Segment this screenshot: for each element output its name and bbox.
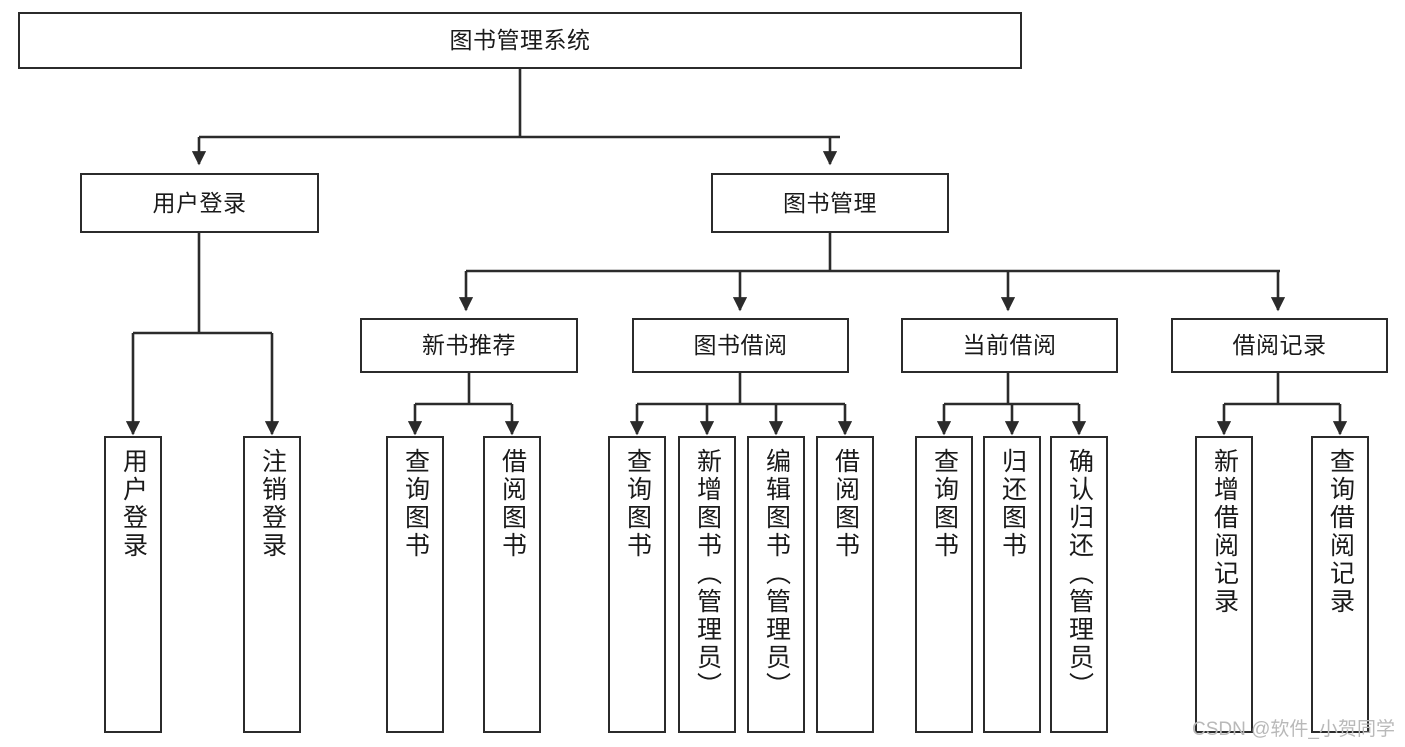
node-label: 新增图书（管理员） <box>693 448 722 700</box>
node-leaf-add-borrow-record[interactable]: 新增借阅记录 <box>1195 436 1253 733</box>
node-new-book-recommend[interactable]: 新书推荐 <box>360 318 578 373</box>
node-label: 用户登录 <box>119 448 148 560</box>
node-leaf-confirm-return-admin[interactable]: 确认归还（管理员） <box>1050 436 1108 733</box>
node-label: 当前借阅 <box>962 332 1057 359</box>
node-leaf-query-borrow-record[interactable]: 查询借阅记录 <box>1311 436 1369 733</box>
node-label: 借阅图书 <box>498 448 527 560</box>
node-book-management[interactable]: 图书管理 <box>711 173 949 233</box>
node-label: 查询借阅记录 <box>1326 448 1355 616</box>
node-leaf-add-book-admin[interactable]: 新增图书（管理员） <box>678 436 736 733</box>
node-leaf-query-book-current[interactable]: 查询图书 <box>915 436 973 733</box>
node-leaf-edit-book-admin[interactable]: 编辑图书（管理员） <box>747 436 805 733</box>
node-label: 图书管理系统 <box>449 27 591 54</box>
node-leaf-borrow-book-recommend[interactable]: 借阅图书 <box>483 436 541 733</box>
node-label: 编辑图书（管理员） <box>762 448 791 700</box>
csdn-watermark: CSDN @软件_小贺同学 <box>1192 719 1395 740</box>
node-leaf-query-book-recommend[interactable]: 查询图书 <box>386 436 444 733</box>
node-label: 新增借阅记录 <box>1210 448 1239 616</box>
node-leaf-user-login[interactable]: 用户登录 <box>104 436 162 733</box>
node-leaf-borrow-book[interactable]: 借阅图书 <box>816 436 874 733</box>
node-label: 归还图书 <box>998 448 1027 560</box>
node-book-borrow[interactable]: 图书借阅 <box>632 318 849 373</box>
node-label: 借阅记录 <box>1232 332 1327 359</box>
node-label: 用户登录 <box>152 189 247 216</box>
node-borrow-record[interactable]: 借阅记录 <box>1171 318 1388 373</box>
node-label: 确认归还（管理员） <box>1065 448 1094 700</box>
node-leaf-logout-login[interactable]: 注销登录 <box>243 436 301 733</box>
node-root-book-management-system[interactable]: 图书管理系统 <box>18 12 1022 69</box>
node-label: 注销登录 <box>258 448 287 560</box>
node-label: 新书推荐 <box>422 332 516 359</box>
node-label: 查询图书 <box>623 448 652 560</box>
node-label: 借阅图书 <box>831 448 860 560</box>
node-label: 查询图书 <box>401 448 430 560</box>
node-label: 图书管理 <box>783 189 877 216</box>
node-current-borrow[interactable]: 当前借阅 <box>901 318 1118 373</box>
node-leaf-query-book-borrow[interactable]: 查询图书 <box>608 436 666 733</box>
node-label: 查询图书 <box>930 448 959 560</box>
node-user-login[interactable]: 用户登录 <box>80 173 319 233</box>
node-label: 图书借阅 <box>693 332 788 359</box>
node-leaf-return-book[interactable]: 归还图书 <box>983 436 1041 733</box>
